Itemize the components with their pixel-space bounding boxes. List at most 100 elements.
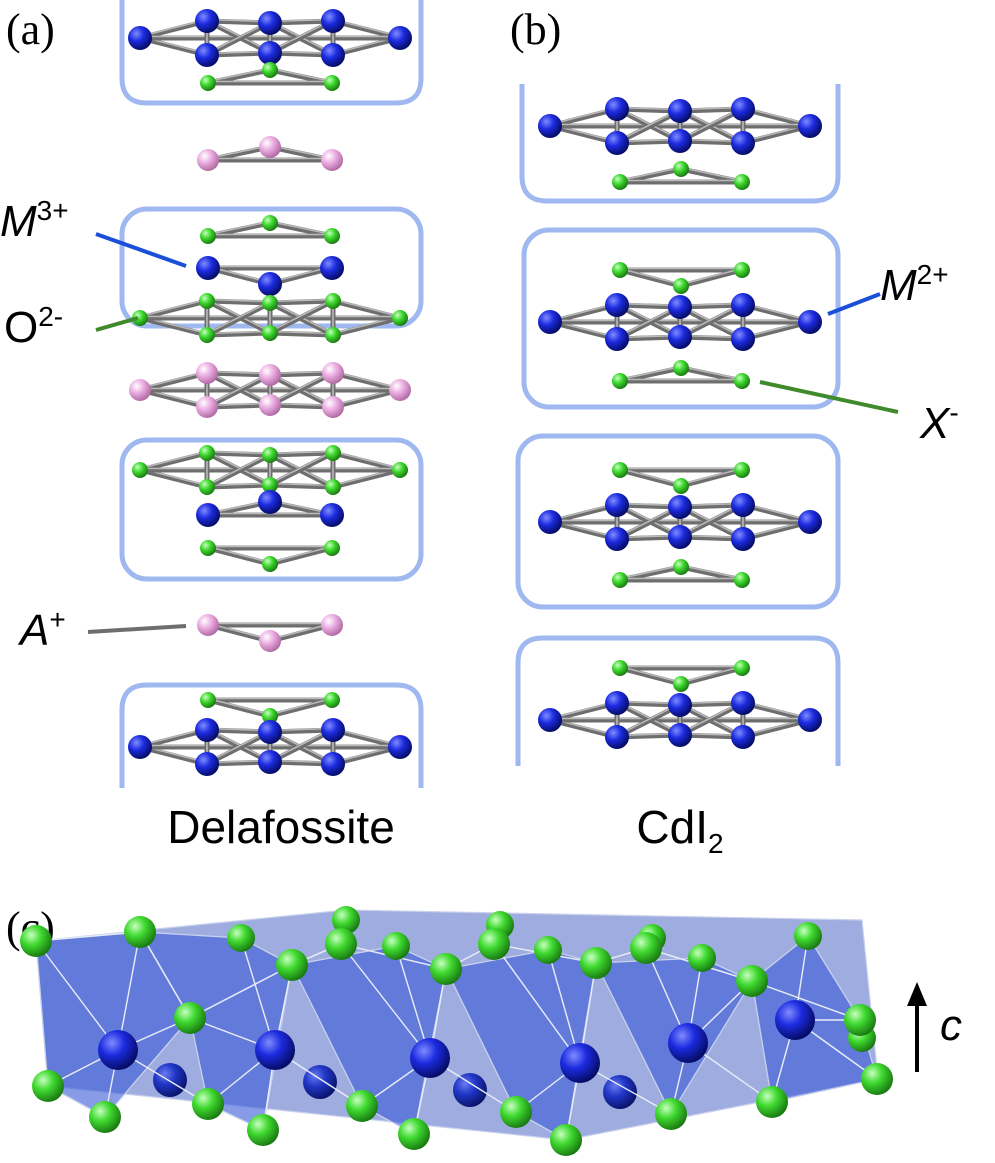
- anion-bond: [204, 298, 273, 306]
- anion-bond-highlight: [619, 365, 682, 381]
- metal-net-layer: [538, 97, 822, 155]
- anion-atom: [673, 676, 689, 692]
- anion-triangle-layer: [200, 62, 340, 91]
- anion-atom: [132, 310, 148, 326]
- octahedron-anion-atom: [124, 916, 156, 948]
- anion-bond: [137, 467, 210, 490]
- anion-atom: [734, 373, 750, 389]
- anion-bond-highlight: [269, 298, 334, 303]
- anion-bond-highlight: [206, 450, 271, 455]
- anion-bond-highlight: [207, 67, 271, 83]
- anion-atom: [734, 660, 750, 676]
- metal-atom: [258, 750, 282, 774]
- anion-bond: [204, 452, 273, 490]
- metal-atom: [668, 129, 692, 153]
- ion-label-m3-base: M: [0, 197, 37, 246]
- anion-bond-highlight: [680, 166, 743, 182]
- metal-atom: [731, 725, 755, 749]
- ion-label-m2: M2+: [880, 259, 949, 310]
- octahedron-anion-atom: [688, 944, 716, 972]
- anion-bond-highlight: [269, 298, 334, 333]
- panel-a-frame-top: [119, 0, 424, 106]
- ion-label-a-charge: +: [49, 604, 65, 635]
- octahedron-edge: [117, 931, 141, 1051]
- octahedron-anion-atom: [655, 1098, 687, 1130]
- octahedron-anion-atom: [478, 928, 510, 960]
- octahedron-anion-atom: [382, 932, 410, 960]
- metal-atom: [798, 510, 822, 534]
- ion-label-x-charge: -: [949, 397, 958, 428]
- metal-atom: [731, 131, 755, 155]
- metal-atom: [128, 735, 152, 759]
- metal-atom: [798, 310, 822, 334]
- metal-atom: [538, 510, 562, 534]
- anion-atom: [132, 462, 148, 478]
- octahedron-metal-atom: [668, 1023, 708, 1063]
- anion-atom: [734, 262, 750, 278]
- anion-atom: [673, 559, 689, 575]
- a-cation-atom: [259, 364, 281, 386]
- anion-bond: [330, 467, 403, 490]
- octahedron-anion-atom: [861, 1063, 893, 1095]
- anion-atom: [325, 445, 341, 461]
- anion-bond-highlight: [206, 450, 271, 485]
- anion-bond-highlight: [206, 482, 271, 487]
- leader-line-m2: [827, 292, 881, 316]
- leader-line-m3: [95, 232, 187, 268]
- octahedron-edge: [340, 943, 431, 1059]
- anion-atom: [673, 360, 689, 376]
- anion-atom: [199, 479, 215, 495]
- panel-c-octahedral-layer: [20, 906, 893, 1156]
- metal-atom: [605, 527, 629, 551]
- anion-bond: [137, 298, 210, 321]
- a-cation-atom: [196, 362, 218, 384]
- anion-bond-highlight: [680, 564, 743, 580]
- anion-atom: [262, 447, 278, 463]
- metal-atom: [605, 327, 629, 351]
- anion-triangle-layer: [200, 692, 340, 724]
- metal-atom: [798, 708, 822, 732]
- anion-net-layer: [132, 445, 408, 495]
- octahedron-anion-atom: [227, 924, 255, 952]
- anion-atom: [199, 327, 215, 343]
- octahedron-hidden-metal-atom: [153, 1063, 187, 1097]
- ion-label-m3: M3+: [0, 195, 69, 246]
- ion-label-a: A+: [17, 604, 66, 655]
- anion-bond: [267, 545, 335, 567]
- anion-atom: [392, 310, 408, 326]
- ion-label-a-base: A: [17, 606, 49, 655]
- a-cation-bond: [137, 387, 210, 410]
- anion-triangle-layer: [612, 161, 750, 190]
- anion-bond: [267, 450, 336, 458]
- anion-atom: [200, 692, 216, 708]
- octahedron-anion-atom: [794, 922, 822, 950]
- octahedron-anion-atom: [756, 1086, 788, 1118]
- metal-atom: [605, 97, 629, 121]
- metal-atom: [605, 293, 629, 317]
- metal-atom: [258, 490, 282, 514]
- anion-bond-highlight: [206, 452, 271, 487]
- metal-net-layer: [538, 293, 822, 351]
- octahedron-anion-atom: [89, 1101, 121, 1133]
- a-cation-bond-highlight: [206, 370, 271, 405]
- anion-bond: [204, 482, 273, 490]
- panel-b-frame-bottom: [515, 635, 841, 766]
- metal-atom: [320, 256, 344, 280]
- metal-atom: [605, 131, 629, 155]
- anion-net-layer: [132, 293, 408, 343]
- octahedron-anion-atom: [276, 949, 308, 981]
- anion-atom: [612, 373, 628, 389]
- anion-atom: [324, 228, 340, 244]
- anion-bond: [137, 315, 210, 338]
- metal-atom: [731, 691, 755, 715]
- anion-bond-highlight: [619, 267, 682, 286]
- anion-bond: [205, 545, 273, 567]
- anion-atom: [612, 660, 628, 676]
- caption-cdi2-sub: 2: [708, 828, 724, 859]
- metal-atom: [388, 26, 412, 50]
- anion-atom: [673, 478, 689, 494]
- a-cation-atom: [197, 149, 219, 171]
- anion-bond-highlight: [332, 450, 401, 470]
- anion-triangle-layer: [200, 540, 340, 572]
- panel-b-layer-frames: [515, 84, 841, 766]
